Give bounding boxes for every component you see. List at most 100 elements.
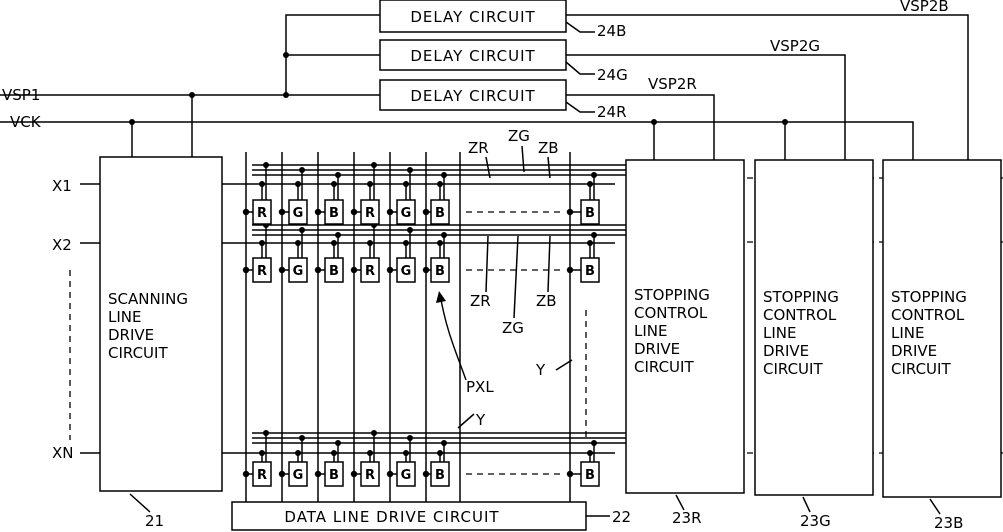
row-x2-label: X2 [52,236,72,254]
stop-r-line-3: LINE [634,322,667,340]
zg-label-lower: ZG [502,319,524,337]
junction-dot [403,450,409,456]
junction-dot [437,240,443,246]
stop-r-line-5: CIRCUIT [634,358,694,376]
pixel-cell-label: G [293,206,304,221]
zr-label: ZR [468,139,489,157]
pixel-cell-label: B [435,206,445,221]
junction-dot [295,450,301,456]
pxl-label: PXL [466,378,494,396]
junction-dot [283,52,289,58]
junction-dot [423,471,429,477]
vsp2b-label: VSP2B [900,0,949,15]
junction-dot [441,232,447,238]
zg-pointer-lower [514,236,518,318]
junction-dot [437,181,443,187]
junction-dot [567,267,573,273]
scan-line-1: SCANNING [108,290,188,308]
y-label-upper: Y [535,361,546,379]
row-xn-label: XN [52,444,74,462]
junction-dot [279,267,285,273]
zg-pointer [522,146,524,172]
junction-dot [407,227,413,233]
junction-dot [567,209,573,215]
junction-dot [335,172,341,178]
zb-label: ZB [538,139,559,157]
scan-line-4: CIRCUIT [108,344,168,362]
ref-24r: 24R [597,103,627,121]
stop-b-line-4: DRIVE [891,342,937,360]
junction-dot [387,209,393,215]
junction-dot [335,232,341,238]
stop-b-line-2: CONTROL [891,306,965,324]
junction-dot [243,471,249,477]
delay-circuit-24r-label: DELAY CIRCUIT [410,87,535,105]
scan-line-2: LINE [108,308,141,326]
pixel-cell-label: B [435,264,445,279]
vck-line [0,122,913,160]
leader-24b [566,22,595,32]
junction-dot [331,240,337,246]
stop-g-line-2: CONTROL [763,306,837,324]
junction-dot [367,240,373,246]
junction-dot [423,267,429,273]
junction-dot [407,167,413,173]
pixel-cell-label: B [435,468,445,483]
junction-dot [259,181,265,187]
pixel-cell-label: G [293,264,304,279]
junction-dot [387,471,393,477]
data-line-drive-label: DATA LINE DRIVE CIRCUIT [284,508,499,526]
junction-dot [351,209,357,215]
pxl-arrowhead [436,291,446,303]
pixel-cell-label: R [257,264,267,279]
junction-dot [587,450,593,456]
delay-circuit-24b-label: DELAY CIRCUIT [410,8,535,26]
junction-dot [782,119,788,125]
pixel-cell-label: B [585,264,595,279]
leader-24g [566,62,595,74]
junction-dot [335,440,341,446]
junction-dot [283,92,289,98]
junction-dot [371,430,377,436]
pixel-cell-label: B [585,206,595,221]
pixel-cell-label: G [401,468,412,483]
leader-24r [566,102,595,112]
zb-label-lower: ZB [536,292,557,310]
junction-dot [587,240,593,246]
junction-dot [299,227,305,233]
junction-dot [567,471,573,477]
pixel-cell-label: G [401,264,412,279]
junction-dot [651,119,657,125]
junction-dot [279,209,285,215]
junction-dot [403,181,409,187]
stop-r-line-2: CONTROL [634,304,708,322]
leader-23b [930,499,940,514]
pixel-cell-label: R [365,206,375,221]
junction-dot [351,267,357,273]
junction-dot [259,450,265,456]
junction-dot [591,172,597,178]
delay-circuit-24g-label: DELAY CIRCUIT [410,47,535,65]
vsp2r-label: VSP2R [648,75,697,93]
vsp2g-label: VSP2G [770,37,820,55]
junction-dot [441,172,447,178]
junction-dot [299,435,305,441]
junction-dot [243,209,249,215]
vck-label: VCK [10,113,42,131]
ref-23b: 23B [934,514,963,532]
zr-label-lower: ZR [470,292,491,310]
junction-dot [591,232,597,238]
junction-dot [351,471,357,477]
junction-dot [407,435,413,441]
stop-b-line-3: LINE [891,324,924,342]
ref-23r: 23R [672,509,702,527]
stop-g-line-4: DRIVE [763,342,809,360]
junction-dot [331,450,337,456]
junction-dot [315,209,321,215]
junction-dot [437,450,443,456]
stop-g-line-3: LINE [763,324,796,342]
junction-dot [371,162,377,168]
pixel-cell-label: G [293,468,304,483]
zr-pointer-lower [486,236,488,292]
pixel-cell-label: B [585,468,595,483]
